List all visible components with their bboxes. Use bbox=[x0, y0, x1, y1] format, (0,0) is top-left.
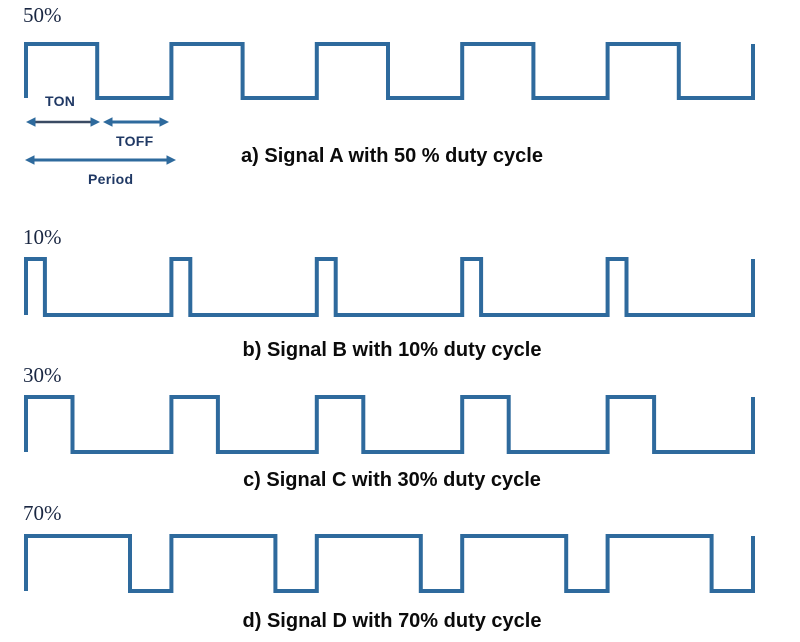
caption-signal-c: c) Signal C with 30% duty cycle bbox=[243, 469, 541, 491]
duty-percent-label-b: 10% bbox=[23, 225, 62, 249]
waveform-signal-a bbox=[24, 42, 755, 100]
duty-percent-label-c: 30% bbox=[23, 363, 62, 387]
waveform-signal-c bbox=[24, 395, 755, 454]
waveform-signal-d bbox=[24, 534, 755, 593]
caption-signal-a: a) Signal A with 50 % duty cycle bbox=[241, 145, 543, 167]
duty-percent-label-d: 70% bbox=[23, 501, 62, 525]
ton-label: TON bbox=[45, 93, 76, 109]
toff-arrow-icon bbox=[103, 117, 169, 127]
caption-signal-d: d) Signal D with 70% duty cycle bbox=[242, 610, 542, 632]
period-arrow-icon bbox=[25, 155, 176, 165]
toff-label: TOFF bbox=[116, 133, 154, 149]
caption-signal-b: b) Signal B with 10% duty cycle bbox=[242, 339, 542, 361]
waveform-signal-b bbox=[24, 257, 755, 317]
duty-percent-label-a: 50% bbox=[23, 3, 62, 27]
ton-arrow-icon bbox=[26, 117, 100, 127]
period-label: Period bbox=[88, 171, 134, 187]
